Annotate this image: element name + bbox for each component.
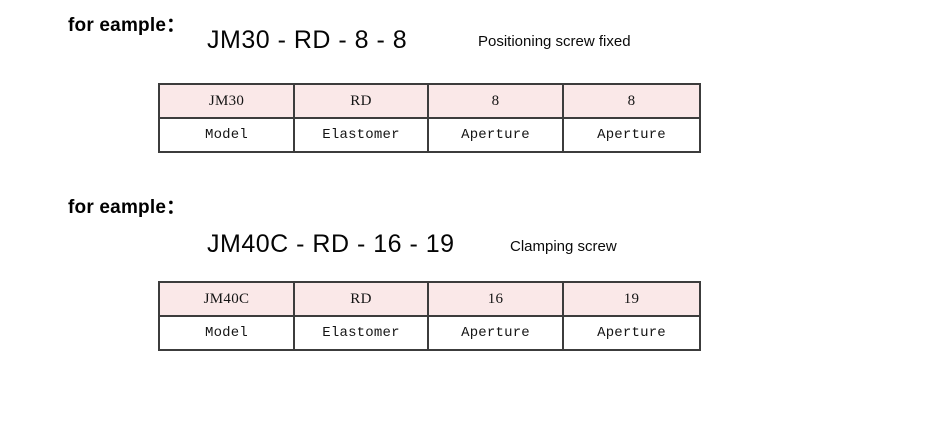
body-cell-model-2: Model	[158, 315, 295, 351]
example-label-row-2: for eample： JM40C - RD - 16 - 19 Clampin…	[0, 182, 940, 258]
body-cell-aperture-a-1: Aperture	[427, 117, 564, 153]
model-code-1: JM30 - RD - 8 - 8	[207, 26, 408, 54]
table-row-body-1: Model Elastomer Aperture Aperture	[158, 117, 701, 153]
header-cell-aperture-b-1: 8	[562, 83, 701, 119]
header-cell-aperture-a-2: 16	[427, 281, 564, 317]
for-example-label-2: for eample：	[68, 197, 186, 218]
spec-table-1: JM30 RD 8 8 Model Elastomer Aperture Ape…	[158, 83, 701, 153]
example-block-2: for eample： JM40C - RD - 16 - 19 Clampin…	[0, 182, 940, 351]
header-cell-elastomer-2: RD	[293, 281, 429, 317]
spec-table-2: JM40C RD 16 19 Model Elastomer Aperture …	[158, 281, 701, 351]
body-cell-aperture-b-1: Aperture	[562, 117, 701, 153]
table-row-header-2: JM40C RD 16 19	[158, 281, 701, 317]
header-cell-aperture-b-2: 19	[562, 281, 701, 317]
header-cell-aperture-a-1: 8	[427, 83, 564, 119]
for-example-label-1: for eample：	[68, 15, 186, 36]
body-cell-elastomer-1: Elastomer	[293, 117, 429, 153]
header-cell-model-1: JM30	[158, 83, 295, 119]
body-cell-aperture-b-2: Aperture	[562, 315, 701, 351]
body-cell-elastomer-2: Elastomer	[293, 315, 429, 351]
screw-note-1: Positioning screw fixed	[478, 33, 631, 50]
example-label-row-1: for eample： JM30 - RD - 8 - 8 Positionin…	[0, 0, 940, 54]
header-cell-model-2: JM40C	[158, 281, 295, 317]
model-code-2: JM40C - RD - 16 - 19	[207, 230, 455, 258]
body-cell-aperture-a-2: Aperture	[427, 315, 564, 351]
table-row-header-1: JM30 RD 8 8	[158, 83, 701, 119]
body-cell-model-1: Model	[158, 117, 295, 153]
header-cell-elastomer-1: RD	[293, 83, 429, 119]
table-row-body-2: Model Elastomer Aperture Aperture	[158, 315, 701, 351]
screw-note-2: Clamping screw	[510, 238, 617, 255]
example-block-1: for eample： JM30 - RD - 8 - 8 Positionin…	[0, 0, 940, 153]
